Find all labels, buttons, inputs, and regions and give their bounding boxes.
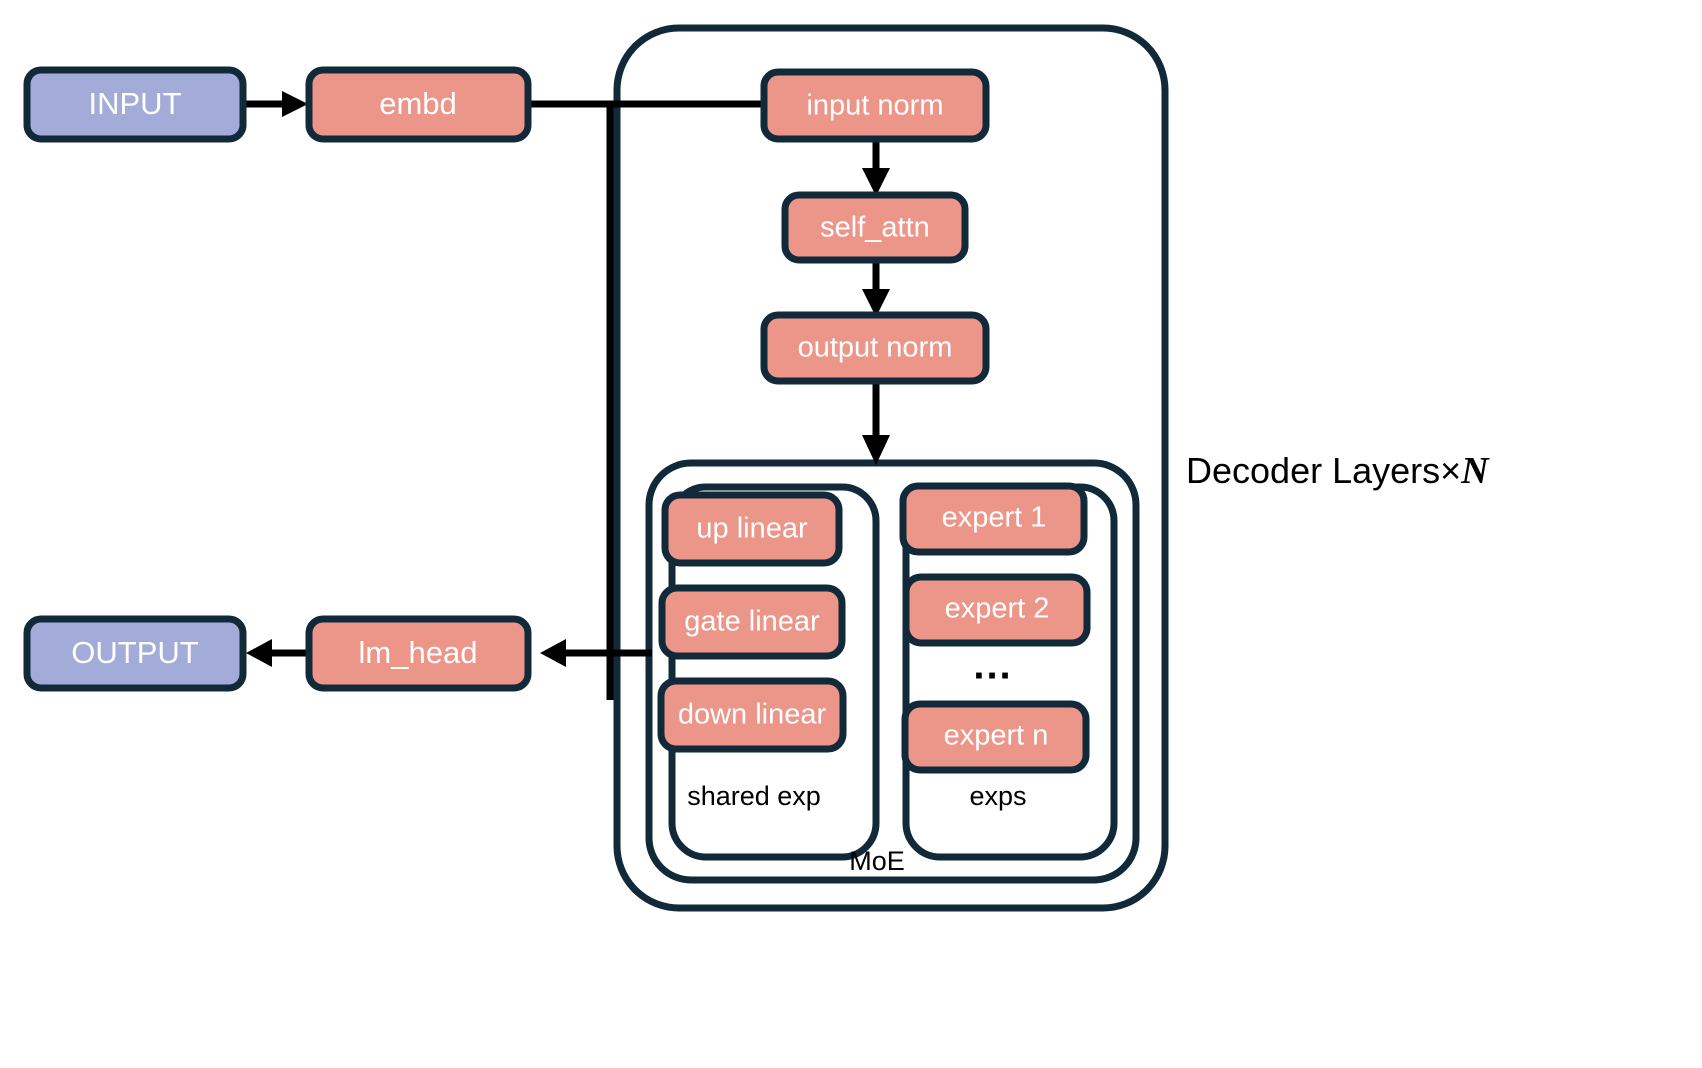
node-lm-head[interactable]: lm_head [305, 615, 532, 692]
node-output-label: OUTPUT [71, 635, 199, 670]
node-self-attn[interactable]: self_attn [781, 191, 969, 264]
node-embd[interactable]: embd [305, 66, 532, 143]
moe-group [645, 459, 1140, 884]
node-output[interactable]: OUTPUT [23, 615, 247, 692]
expert-ellipsis: ... [973, 644, 1012, 688]
node-gate-linear[interactable]: gate linear [658, 584, 846, 660]
exps-label: exps [969, 781, 1026, 811]
node-expert-2[interactable]: expert 2 [902, 573, 1091, 647]
shared-exp-group [668, 483, 880, 861]
node-gate-linear-label: gate linear [684, 606, 820, 638]
node-input-label: INPUT [89, 86, 182, 121]
node-up-linear-label: up linear [696, 513, 808, 545]
node-down-linear[interactable]: down linear [657, 677, 847, 753]
moe-label: MoE [849, 846, 905, 876]
arrow-decoder-to-lm-head [540, 639, 652, 667]
node-up-linear[interactable]: up linear [661, 491, 843, 567]
node-expert-n[interactable]: expert n [901, 700, 1090, 774]
decoder-layers-container [613, 24, 1169, 912]
node-self-attn-label: self_attn [820, 212, 930, 244]
node-expert-1-label: expert 1 [942, 502, 1047, 534]
node-embd-label: embd [379, 86, 457, 121]
decoder-layers-caption: Decoder Layers×N [1186, 449, 1489, 493]
shared-exp-label: shared exp [687, 781, 821, 811]
node-expert-n-label: expert n [944, 720, 1049, 752]
decoder-layers-count: N [1461, 450, 1489, 492]
arrow-lm-head-to-output [246, 639, 310, 667]
node-input-norm[interactable]: input norm [760, 68, 990, 143]
node-down-linear-label: down linear [678, 699, 827, 731]
arrow-input-norm-to-self-attn [862, 138, 890, 196]
node-input[interactable]: INPUT [23, 66, 247, 143]
node-lm-head-label: lm_head [359, 635, 478, 670]
node-input-norm-label: input norm [806, 90, 943, 122]
node-output-norm[interactable]: output norm [760, 311, 990, 385]
node-expert-1[interactable]: expert 1 [899, 482, 1088, 556]
arrow-input-to-embd [243, 91, 308, 117]
arrow-output-norm-to-moe [862, 380, 890, 465]
decoder-layers-prefix: Decoder Layers× [1186, 450, 1462, 491]
node-expert-2-label: expert 2 [945, 593, 1050, 625]
arrow-self-attn-to-output-norm [862, 259, 890, 317]
node-output-norm-label: output norm [798, 332, 953, 364]
